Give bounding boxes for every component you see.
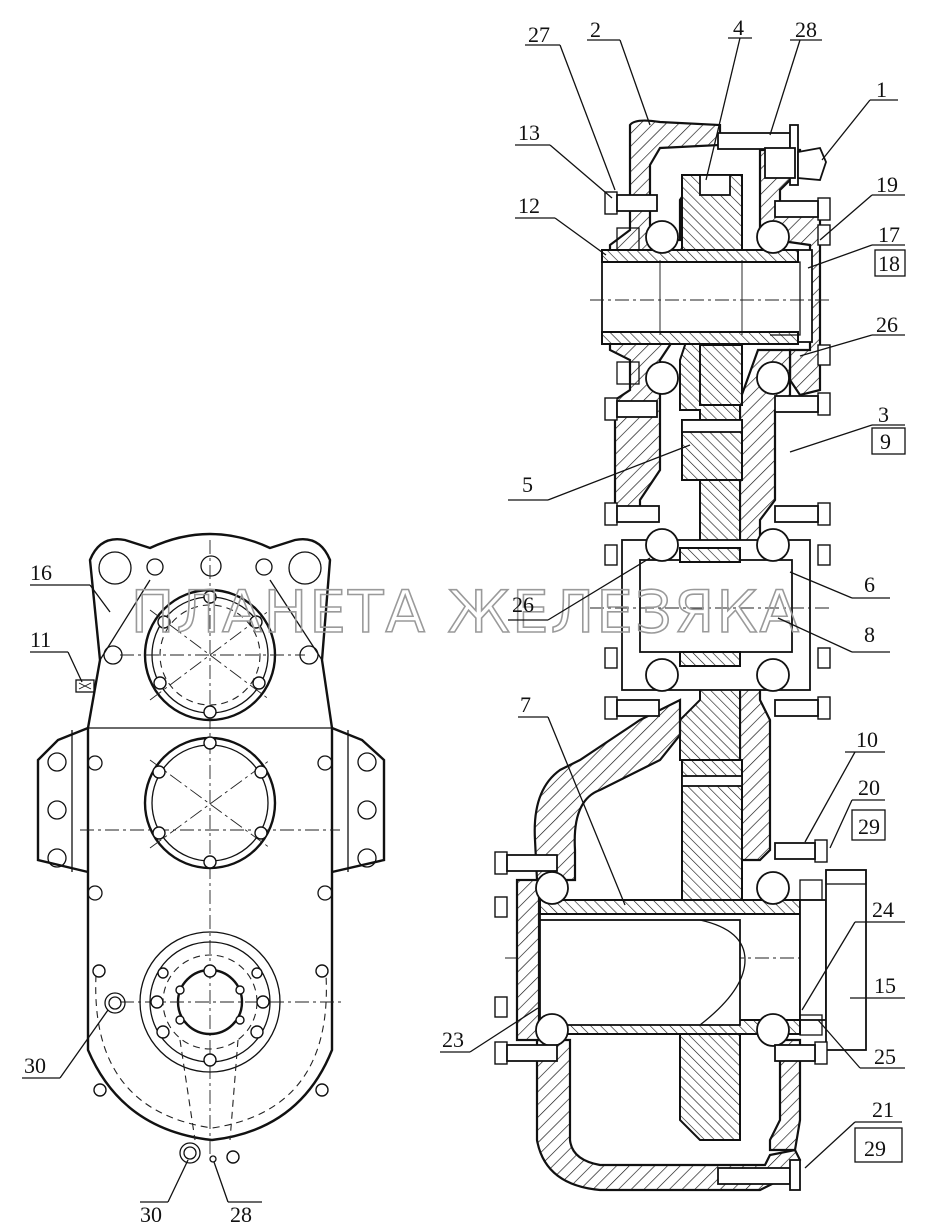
callout-29b: 29 xyxy=(864,1136,886,1161)
callout-15: 15 xyxy=(874,973,896,998)
callout-27: 27 xyxy=(528,22,550,47)
right-lug xyxy=(331,726,386,874)
callout-13: 13 xyxy=(518,120,540,145)
housing-outline xyxy=(86,532,334,1142)
callout-28a: 28 xyxy=(230,1202,252,1227)
callout-28b: 28 xyxy=(795,17,817,42)
section-view xyxy=(494,119,867,1192)
callout-30b: 30 xyxy=(140,1202,162,1227)
callout-8: 8 xyxy=(864,622,875,647)
callout-19: 19 xyxy=(876,172,898,197)
callout-30a: 30 xyxy=(24,1053,46,1078)
leader-lines xyxy=(22,37,906,1203)
callout-16: 16 xyxy=(30,560,52,585)
callout-26b: 26 xyxy=(512,592,534,617)
callout-10: 10 xyxy=(856,727,878,752)
callout-4: 4 xyxy=(733,15,744,40)
callout-25: 25 xyxy=(874,1044,896,1069)
callout-21: 21 xyxy=(872,1097,894,1122)
front-view xyxy=(36,532,386,1164)
callout-6: 6 xyxy=(864,572,875,597)
callout-24: 24 xyxy=(872,897,894,922)
callout-7: 7 xyxy=(520,692,531,717)
callout-9: 9 xyxy=(880,429,891,454)
callout-20: 20 xyxy=(858,775,880,800)
callout-17: 17 xyxy=(878,222,900,247)
callout-1: 1 xyxy=(876,77,887,102)
left-lug xyxy=(36,726,89,874)
callout-23: 23 xyxy=(442,1027,464,1052)
callout-3: 3 xyxy=(878,402,889,427)
callout-5: 5 xyxy=(522,472,533,497)
callout-26a: 26 xyxy=(876,312,898,337)
housing-lower xyxy=(533,698,682,882)
callout-11: 11 xyxy=(30,627,51,652)
callout-labels: 16 11 30 30 28 27 2 4 28 1 13 12 19 17 1… xyxy=(24,15,900,1227)
callout-12: 12 xyxy=(518,193,540,218)
callout-18: 18 xyxy=(878,251,900,276)
callout-29a: 29 xyxy=(858,814,880,839)
callout-2: 2 xyxy=(590,17,601,42)
watermark: ПЛАНЕТА ЖЕЛЕЗЯКА xyxy=(131,578,801,646)
